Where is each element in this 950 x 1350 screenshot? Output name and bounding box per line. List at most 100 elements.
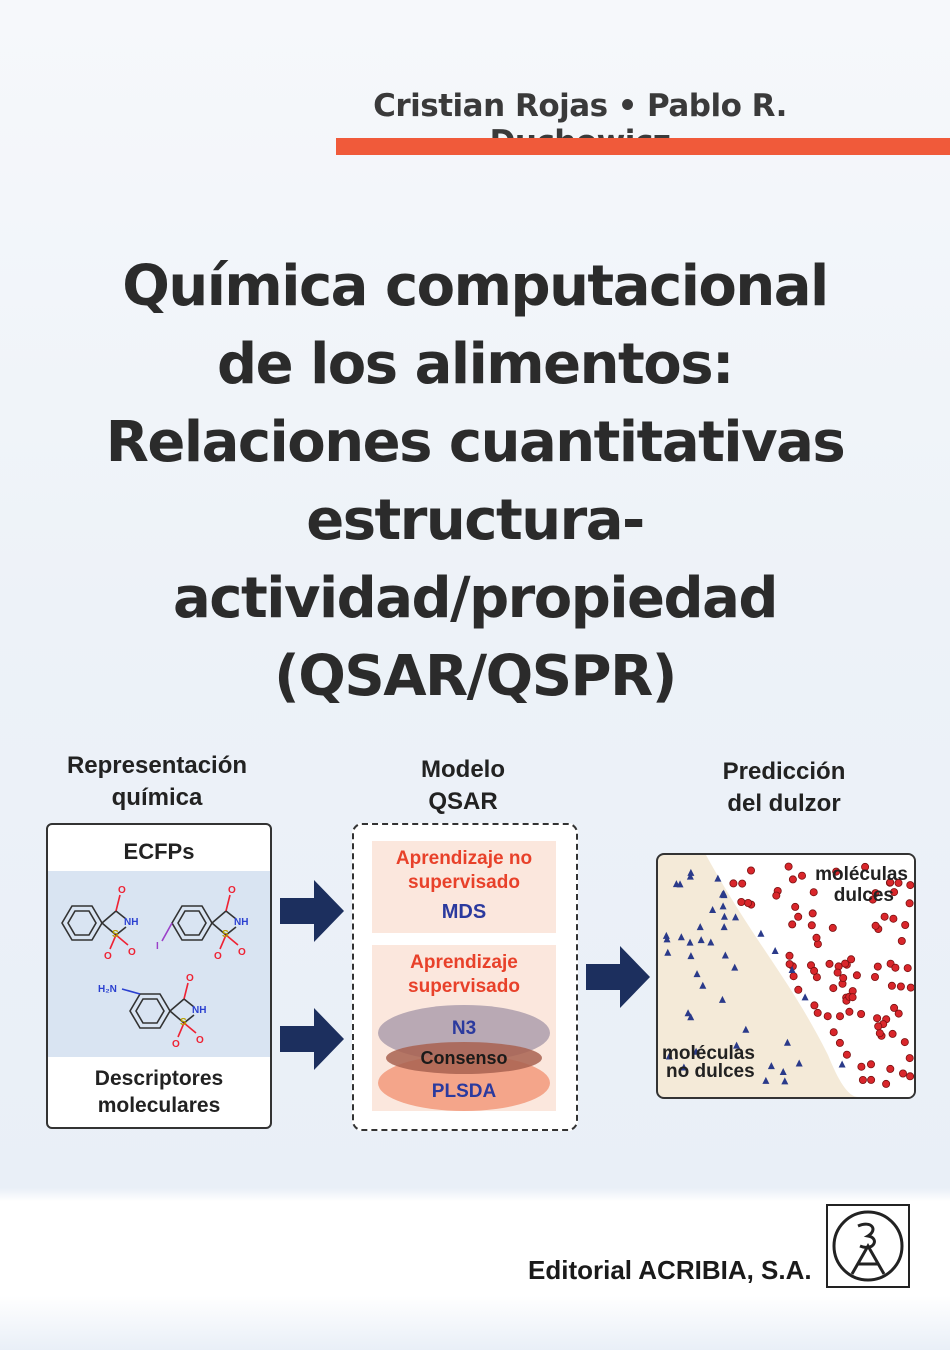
nonsweet-point <box>733 1041 741 1049</box>
nonsweet-point <box>801 993 809 1001</box>
sweet-point <box>900 1038 909 1047</box>
arrow-right-icon <box>280 880 344 942</box>
sweet-point <box>797 871 806 880</box>
sweet-point <box>791 902 800 911</box>
sweet-point <box>880 912 889 921</box>
nonsweet-point <box>697 936 705 944</box>
descriptors-label-1: Descriptores <box>94 1067 224 1090</box>
representation-box: ECFPs <box>46 823 272 1129</box>
atom-o-6: O <box>238 947 246 958</box>
atom-o-3: O <box>128 947 136 958</box>
atom-s-3: S <box>180 1017 187 1028</box>
sweet-point <box>747 866 756 875</box>
unsupervised-panel: Aprendizaje no supervisado MDS <box>372 841 556 933</box>
nonsweet-point <box>692 1047 700 1055</box>
atom-nh-1: NH <box>124 917 138 928</box>
ecfps-label: ECFPs <box>123 839 195 864</box>
sweet-point <box>788 920 797 929</box>
label-model-2: QSAR <box>428 788 498 815</box>
sweet-point <box>896 982 905 991</box>
sweet-point <box>845 1007 854 1016</box>
sweet-point <box>738 879 747 888</box>
sweet-point <box>835 1038 844 1047</box>
nonsweet-point <box>699 981 707 989</box>
nonsweet-point <box>662 931 670 939</box>
sweet-point <box>894 878 903 887</box>
sweet-point <box>861 862 870 871</box>
qsar-model-box: Aprendizaje no supervisado MDS Aprendiza… <box>352 823 578 1131</box>
nonsweet-point <box>762 1076 770 1084</box>
sweet-point <box>887 981 896 990</box>
nonsweet-point <box>788 966 796 974</box>
sweet-point <box>871 921 880 930</box>
sweet-point <box>890 1003 899 1012</box>
sweet-point <box>873 962 882 971</box>
molecules-panel: O NH S O O O NH S O O I O NH S O O H₂N <box>48 871 270 1057</box>
nonsweet-point <box>680 1063 688 1071</box>
atom-h2n: H₂N <box>98 984 117 995</box>
accent-bar <box>336 138 950 155</box>
nonsweet-point <box>721 951 729 959</box>
nonsweet-point <box>714 874 722 882</box>
sweet-point <box>894 1009 903 1018</box>
sweet-point <box>729 879 738 888</box>
sweet-point <box>842 1050 851 1059</box>
nonsweet-point <box>664 948 672 956</box>
label-model-1: Modelo <box>421 756 505 783</box>
label-representation-1: Representación <box>66 752 248 779</box>
nonsweet-point <box>779 1068 787 1076</box>
sweet-point <box>744 899 753 908</box>
atom-o-5: O <box>214 951 222 962</box>
title-line-4: estructura-actividad/propiedad <box>173 488 778 631</box>
atom-o-4: O <box>228 885 236 896</box>
arrow-right-icon <box>280 1008 344 1070</box>
sweet-point <box>829 984 838 993</box>
sweet-point <box>906 983 914 992</box>
sweet-point <box>788 875 797 884</box>
sweet-point <box>857 1009 866 1018</box>
publisher-logo <box>826 1204 910 1288</box>
unsupervised-label-2: supervisado <box>408 872 520 893</box>
sweet-point <box>866 1060 875 1069</box>
nonsweet-point <box>707 938 715 946</box>
sweet-point <box>890 888 899 897</box>
nonsweet-label-1: moléculas <box>662 1043 755 1064</box>
nonsweet-point <box>731 963 739 971</box>
molecule-structures: O NH S O O O NH S O O I O NH S O O H₂N <box>61 885 248 1050</box>
sweet-point <box>889 914 898 923</box>
acribia-logo-icon <box>832 1210 904 1282</box>
nonsweet-point <box>677 933 685 941</box>
nonsweet-point <box>686 872 694 880</box>
nonsweet-point <box>767 1062 775 1070</box>
sweet-point <box>808 909 817 918</box>
label-prediction-2: del dulzor <box>727 790 841 817</box>
n3-label: N3 <box>452 1018 476 1039</box>
sweet-point <box>871 889 880 898</box>
sweet-point <box>847 955 856 964</box>
mds-label: MDS <box>441 901 487 923</box>
label-representation-2: química <box>111 784 203 811</box>
nonsweet-point <box>732 913 740 921</box>
sweet-point <box>810 966 819 975</box>
sweet-point <box>772 891 781 900</box>
nonsweet-point <box>687 952 695 960</box>
sweet-point <box>839 974 848 983</box>
nonsweet-point <box>709 906 717 914</box>
model-venn: N3 Consenso PLSDA <box>378 1005 550 1111</box>
sweet-point <box>858 1075 867 1084</box>
nonsweet-point <box>742 1025 750 1033</box>
supervised-label-1: Aprendizaje <box>410 952 518 973</box>
supervised-label-2: supervisado <box>408 976 520 997</box>
sweet-point <box>886 1064 895 1073</box>
label-model: Modelo QSAR <box>352 754 574 818</box>
sweet-point <box>873 1014 882 1023</box>
consenso-label: Consenso <box>420 1048 507 1068</box>
sweet-label-1: moléculas <box>815 864 908 885</box>
sweet-point <box>812 933 821 942</box>
sweet-point <box>807 921 816 930</box>
sweet-point <box>810 1001 819 1010</box>
sweet-point <box>897 937 906 946</box>
sweet-point <box>848 993 857 1002</box>
nonsweet-point <box>781 1077 789 1085</box>
prediction-box: moléculas dulces moléculas no dulces <box>656 853 916 1099</box>
